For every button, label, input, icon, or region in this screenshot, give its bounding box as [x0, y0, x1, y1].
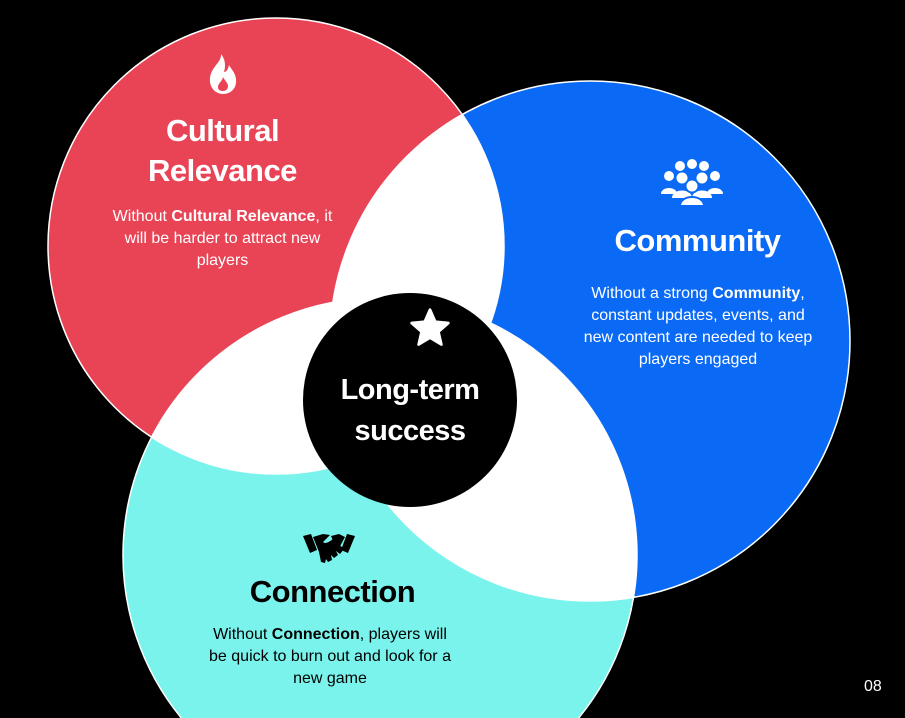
- center-label: Long-term success: [320, 370, 500, 452]
- desc-suffix: , players will be quick to burn out and …: [209, 626, 451, 687]
- fire-icon: [209, 54, 237, 94]
- desc-bold: Community: [712, 285, 801, 302]
- center-circle: [303, 293, 517, 507]
- cultural-description: Without Cultural Relevance, it will be h…: [105, 206, 340, 272]
- desc-bold: Connection: [271, 626, 360, 643]
- star-icon: [410, 308, 450, 346]
- desc-suffix: , it will be harder to attract new playe…: [124, 208, 333, 269]
- cultural-title-line2: Relevance: [148, 153, 297, 188]
- cultural-title-line1: Cultural: [165, 113, 280, 148]
- connection-description: Without Connection, players will be quic…: [205, 624, 455, 690]
- community-description: Without a strong Community, constant upd…: [582, 283, 814, 371]
- desc-suffix: , constant updates, events, and new cont…: [583, 285, 813, 368]
- desc-prefix: Without: [213, 626, 272, 643]
- overlap-cultural-connection: [123, 298, 504, 474]
- connection-title: Connection: [249, 574, 416, 609]
- desc-bold: Cultural Relevance: [171, 208, 316, 225]
- handshake-icon: [303, 534, 355, 563]
- cultural-title: Cultural Relevance: [110, 111, 335, 191]
- desc-prefix: Without: [112, 208, 172, 225]
- desc-prefix: Without a strong: [591, 285, 713, 302]
- page-number: 08: [864, 678, 882, 695]
- center-line1: Long-term: [340, 374, 480, 406]
- users-group-icon: [661, 159, 723, 206]
- community-title: Community: [614, 223, 782, 258]
- cultural-outline: [47, 17, 505, 475]
- center-line2: success: [354, 415, 467, 447]
